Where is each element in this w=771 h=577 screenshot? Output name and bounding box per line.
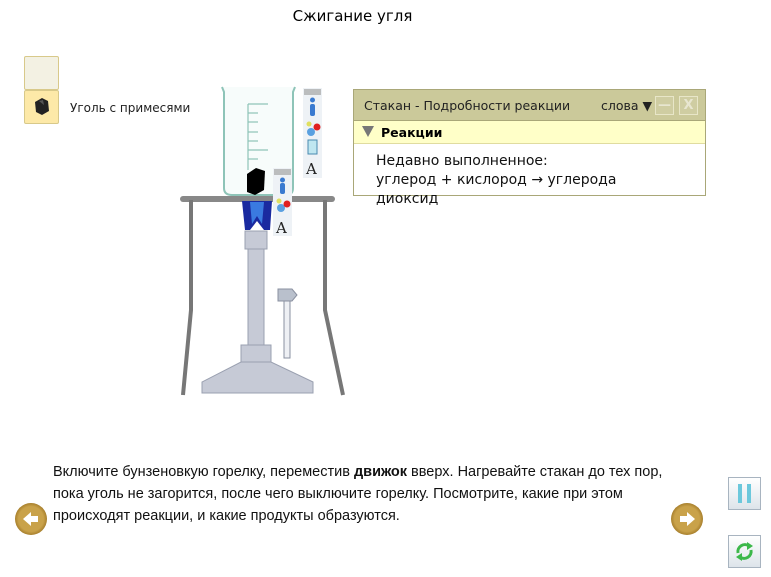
recent-label: Недавно выполненное: bbox=[376, 153, 548, 169]
info-icon bbox=[310, 104, 315, 116]
page-title: Сжигание угля bbox=[292, 7, 413, 25]
panel-title: Стакан - Подробности реакции bbox=[364, 98, 571, 113]
pause-icon bbox=[738, 484, 751, 503]
apparatus: A A bbox=[180, 86, 345, 396]
collapse-triangle-icon bbox=[362, 126, 374, 137]
palette-item-coal[interactable] bbox=[24, 90, 59, 124]
minimize-button[interactable]: — bbox=[655, 96, 674, 115]
bunsen-burner[interactable] bbox=[201, 201, 314, 394]
text-icon: A bbox=[305, 160, 317, 178]
reaction-equation: углерод + кислород → углерода диоксид bbox=[376, 172, 617, 207]
instr-part1: Включите бунзеновкую горелку, переместив bbox=[53, 464, 354, 480]
text-icon: A bbox=[275, 219, 287, 237]
refresh-icon bbox=[736, 542, 753, 561]
burner-slider[interactable] bbox=[277, 288, 298, 359]
palette-slot-empty[interactable] bbox=[24, 56, 59, 90]
arrow-left-icon bbox=[23, 512, 38, 526]
coal-icon bbox=[35, 98, 49, 115]
instructions-text: Включите бунзеновкую горелку, переместив… bbox=[53, 461, 673, 527]
instr-part2: вверх. Нагревайте стакан до тех пор, пок… bbox=[53, 464, 663, 524]
coal-lump bbox=[247, 168, 265, 195]
burner-toolbar: A bbox=[273, 168, 292, 237]
molecule-icon bbox=[307, 128, 315, 136]
reactions-section-header[interactable]: Реакции bbox=[354, 121, 705, 144]
instr-bold: движок bbox=[353, 464, 408, 480]
restart-button[interactable] bbox=[728, 535, 761, 568]
arrow-right-icon bbox=[680, 512, 695, 526]
panel-header[interactable]: Стакан - Подробности реакции слова ▼ — X bbox=[354, 90, 705, 121]
info-icon bbox=[280, 183, 285, 194]
chevron-down-icon: ▼ bbox=[642, 98, 653, 113]
next-button[interactable] bbox=[671, 503, 703, 535]
tripod-stand bbox=[180, 196, 345, 396]
previous-button[interactable] bbox=[15, 503, 47, 535]
palette-item-label: Уголь с примесями bbox=[70, 101, 191, 115]
beaker-toolbar: A bbox=[303, 88, 322, 178]
section-label: Реакции bbox=[381, 125, 443, 140]
beaker-small-icon bbox=[307, 139, 318, 155]
panel-body: Недавно выполненное: углерод + кислород … bbox=[354, 144, 705, 217]
pause-button[interactable] bbox=[728, 477, 761, 510]
close-button[interactable]: X bbox=[679, 96, 698, 115]
reaction-details-panel: Стакан - Подробности реакции слова ▼ — X… bbox=[353, 89, 706, 207]
view-select[interactable]: слова ▼ bbox=[601, 98, 652, 113]
view-select-value: слова bbox=[601, 98, 639, 113]
molecule-icon bbox=[277, 204, 285, 212]
